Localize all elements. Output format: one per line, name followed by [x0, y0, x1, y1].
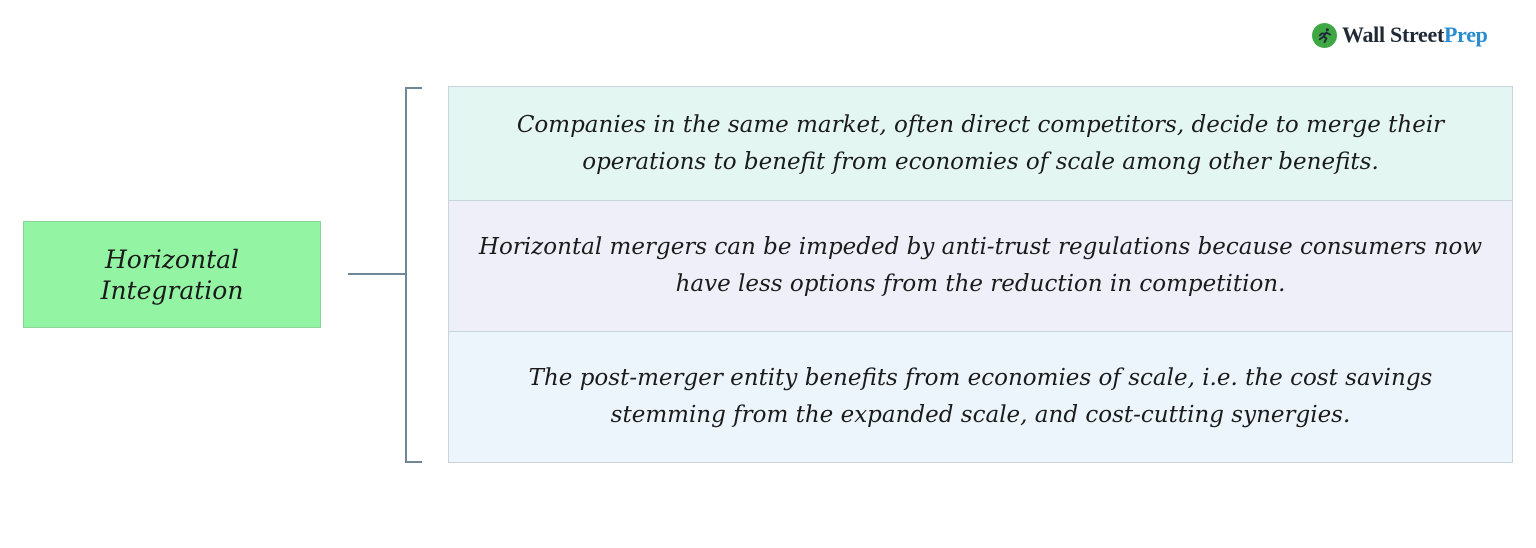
- point-box-2: Horizontal mergers can be impeded by ant…: [448, 201, 1513, 332]
- brand-name-part2: Prep: [1444, 22, 1488, 47]
- points-list: Companies in the same market, often dire…: [448, 86, 1513, 463]
- brand-logo: Wall StreetPrep: [1312, 20, 1488, 50]
- point-text-1: Companies in the same market, often dire…: [516, 111, 1445, 175]
- point-text-3: The post-merger entity benefits from eco…: [528, 365, 1433, 428]
- topic-box: Horizontal Integration: [23, 221, 321, 328]
- topic-label: Horizontal Integration: [100, 244, 244, 305]
- point-text-2: Horizontal mergers can be impeded by ant…: [478, 234, 1483, 297]
- point-box-1: Companies in the same market, often dire…: [448, 86, 1513, 201]
- runner-icon: [1312, 22, 1337, 48]
- brand-name: Wall StreetPrep: [1342, 22, 1488, 48]
- bracket: [405, 87, 422, 463]
- point-box-3: The post-merger entity benefits from eco…: [448, 332, 1513, 463]
- brand-name-part1: Wall Street: [1342, 22, 1444, 47]
